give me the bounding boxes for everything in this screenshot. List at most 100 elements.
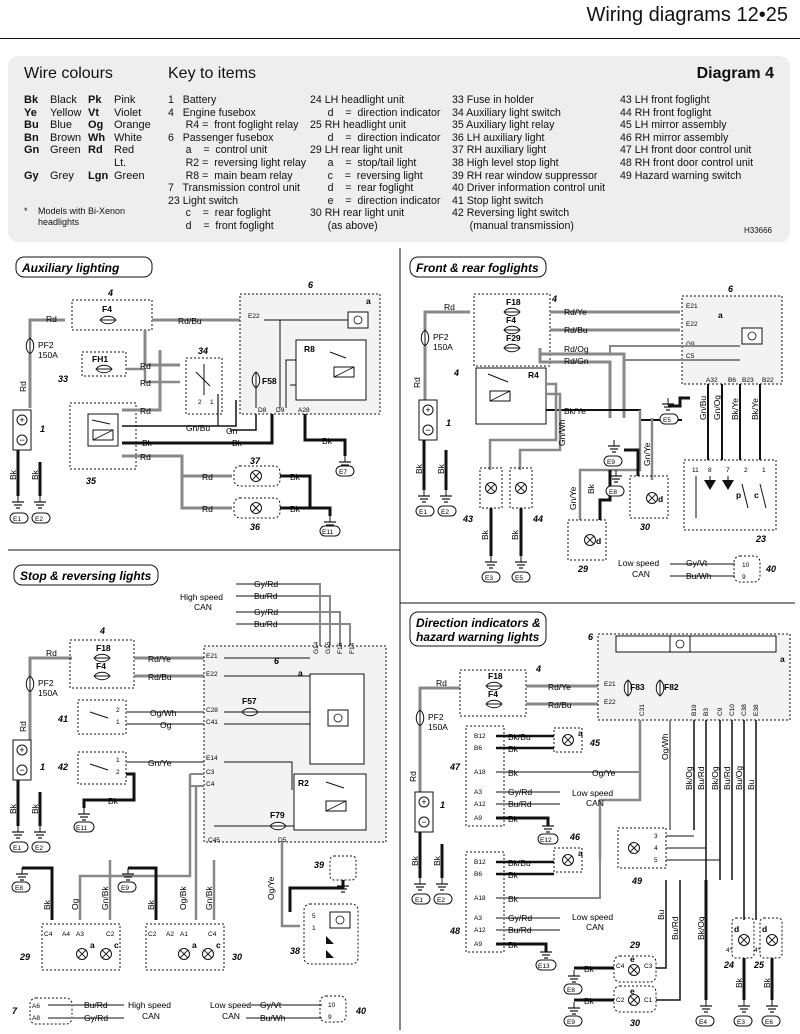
lamp-a: a — [192, 940, 197, 950]
bk-label: Bk — [142, 438, 153, 448]
pin-f16: F16 — [337, 642, 344, 654]
lamp-c: c — [216, 940, 221, 950]
bk-label: Bk — [510, 529, 520, 540]
ground-e12: E12 — [540, 837, 552, 844]
item-40: 40 — [355, 1006, 366, 1016]
bk-ye-label: Bk/Ye — [564, 406, 586, 416]
pin-a9: A9 — [474, 815, 482, 822]
ground-e8: E8 — [609, 489, 617, 496]
switch-c: c — [754, 490, 759, 500]
gn-bu-label: Gn/Bu — [698, 396, 708, 420]
relay-r2: R2 — [298, 778, 309, 788]
pin: 2 — [198, 399, 202, 406]
pin-b23: B23 — [742, 377, 754, 384]
aux-title: Auxiliary lighting — [21, 261, 120, 275]
ground-e9: E9 — [567, 1019, 575, 1026]
footnote-star: * — [24, 206, 28, 216]
gn-bk-label: Gn/Bk — [100, 886, 110, 910]
battery-wire-label: Rd — [18, 381, 28, 392]
fusebox-number: 4 — [107, 288, 113, 298]
control-unit-a: a — [298, 668, 303, 678]
item-35: 35 — [86, 476, 97, 486]
direction-indicators-diagram: Direction indicators & hazard warning li… — [408, 611, 791, 1028]
pin-e14: E14 — [206, 755, 218, 762]
battery-number: 1 — [40, 762, 45, 772]
rd-label: Rd — [46, 314, 57, 324]
gy-vt-label: Gy/Vt — [260, 1000, 282, 1010]
rd-og-label: Rd/Og — [564, 344, 589, 354]
pin: C2 — [106, 931, 115, 938]
rd-label: Rd — [436, 678, 447, 688]
can-label: Low speed — [210, 1000, 251, 1010]
pin: C2 — [616, 997, 625, 1004]
item-39: 39 — [314, 860, 324, 870]
wire-code: Wh — [88, 131, 106, 144]
ground-e5: E5 — [515, 575, 523, 582]
pin-e21: E21 — [206, 653, 218, 660]
pin: C2 — [148, 931, 157, 938]
bk-og-label: Bk/Og — [684, 766, 694, 790]
bk-label: Bk — [8, 803, 18, 814]
bk-label: Bk — [508, 870, 519, 880]
pin-a18: A18 — [474, 769, 486, 776]
pin-c3: C3 — [206, 769, 215, 776]
item-33: 33 — [58, 374, 68, 384]
item-29: 29 — [19, 952, 30, 962]
rd-label: Rd — [140, 406, 151, 416]
pin: 4 — [654, 845, 658, 852]
bk-label: Bk — [436, 463, 446, 474]
key-column-2: 24 LH headlight unit d = direction indic… — [310, 94, 441, 232]
bk-bu-label: Bk/Bu — [508, 858, 531, 868]
fusebox-number: 4 — [535, 664, 541, 674]
pin-c9: C9 — [717, 707, 724, 716]
ground-e2: E2 — [35, 845, 43, 852]
bu-rd-label: Bu/Rd — [254, 591, 278, 601]
bk-og-label: Bk/Og — [696, 916, 706, 940]
can-label: CAN — [142, 1011, 160, 1021]
lamp-d: d — [734, 924, 739, 934]
pin-e38: E38 — [753, 704, 760, 716]
bu-rd-label: Bu/Rd — [696, 766, 706, 790]
fuse-f58: F58 — [262, 376, 277, 386]
item-48: 48 — [449, 926, 460, 936]
bu-rd-label: Bu/Rd — [84, 1000, 108, 1010]
wire-code: Og — [88, 119, 104, 132]
pin-g14: G14 — [313, 641, 320, 654]
battery-number: 1 — [446, 418, 451, 428]
rd-label: Rd — [412, 377, 422, 388]
pin-b22: B22 — [762, 377, 774, 384]
ground-e1: E1 — [415, 897, 423, 904]
pin-g15: G15 — [325, 641, 332, 654]
ground-e4: E4 — [699, 1019, 707, 1026]
lamp-a: a — [578, 848, 583, 858]
pf2-rating: 150A — [38, 350, 58, 360]
fuse-f83: F83 — [630, 682, 645, 692]
pin: 1 — [762, 467, 766, 474]
switch-p: p — [736, 490, 741, 500]
pin: C4 — [616, 963, 625, 970]
bk-label: Bk — [508, 894, 519, 904]
fuse-f29: F29 — [506, 333, 521, 343]
can-label: High speed — [128, 1000, 171, 1010]
pin: 1 — [210, 399, 214, 406]
battery-number: 1 — [440, 800, 445, 810]
ground-e11: E11 — [322, 529, 333, 536]
pin-b6: B6 — [474, 871, 482, 878]
pin: 1 — [116, 757, 120, 764]
og-bk-label: Og/Bk — [178, 886, 188, 910]
fusebox-number: 4 — [453, 368, 459, 378]
gn-bk-label: Gn/Bk — [204, 886, 214, 910]
ground-e2: E2 — [35, 516, 43, 523]
pin: 1 — [312, 925, 316, 932]
key-column-3: 33 Fuse in holder 34 Auxiliary light swi… — [452, 94, 606, 232]
wire-name: Violet — [114, 106, 142, 119]
item-36: 36 — [250, 522, 261, 532]
ground-e9: E9 — [607, 459, 615, 466]
dir-title-box — [409, 611, 547, 647]
bk-label: Bk — [30, 803, 40, 814]
pin-a6: A6 — [32, 1003, 40, 1010]
wire-code: Ye — [24, 106, 37, 119]
pf2-label: PF2 — [38, 340, 54, 350]
pin-a3: A3 — [474, 915, 482, 922]
